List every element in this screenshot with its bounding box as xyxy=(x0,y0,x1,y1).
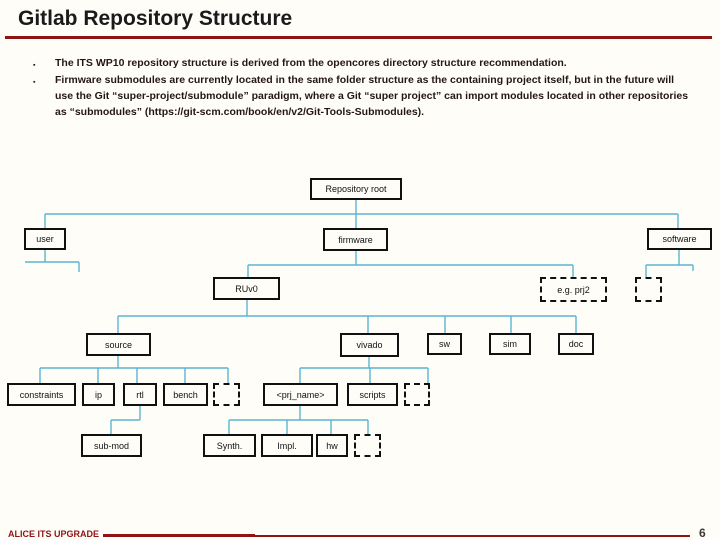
bullet-item: ▪ Firmware submodules are currently loca… xyxy=(33,72,693,120)
footer-divider xyxy=(255,535,690,537)
bullet-item: ▪ The ITS WP10 repository structure is d… xyxy=(33,55,693,71)
tree-node-ip: ip xyxy=(82,383,115,406)
tree-node-firmware: firmware xyxy=(323,228,388,251)
tree-node-doc: doc xyxy=(558,333,594,355)
tree-node-constraints: constraints xyxy=(7,383,76,406)
tree-node-source: source xyxy=(86,333,151,356)
tree-node-placeholder-source xyxy=(213,383,240,406)
tree-node-placeholder-prj xyxy=(354,434,381,457)
title-divider xyxy=(5,36,712,39)
footer-divider xyxy=(103,534,255,537)
page-title: Gitlab Repository Structure xyxy=(18,7,293,30)
page-number: 6 xyxy=(699,526,706,540)
tree-node-eg-prj2: e.g. prj2 xyxy=(540,277,607,302)
tree-node-sw: sw xyxy=(427,333,462,355)
tree-node-repository-root: Repository root xyxy=(310,178,402,200)
footer-label: ALICE ITS UPGRADE xyxy=(8,529,100,539)
tree-node-rtl: rtl xyxy=(123,383,157,406)
bullet-text: Firmware submodules are currently locate… xyxy=(55,74,689,118)
tree-node-scripts: scripts xyxy=(347,383,398,406)
tree-node-prj-name: <prj_name> xyxy=(263,383,338,406)
tree-node-user: user xyxy=(24,228,66,250)
tree-node-bench: bench xyxy=(163,383,208,406)
tree-node-ruv0: RUv0 xyxy=(213,277,280,300)
bullet-list: ▪ The ITS WP10 repository structure is d… xyxy=(33,55,693,121)
tree-node-synth: Synth. xyxy=(203,434,256,457)
tree-node-impl: Impl. xyxy=(261,434,313,457)
tree-node-sim: sim xyxy=(489,333,531,355)
bullet-icon: ▪ xyxy=(33,62,36,69)
tree-node-placeholder-software xyxy=(635,277,662,302)
tree-node-placeholder-vivado xyxy=(404,383,430,406)
tree-node-sub-mod: sub-mod xyxy=(81,434,142,457)
tree-node-hw: hw xyxy=(316,434,348,457)
tree-node-vivado: vivado xyxy=(340,333,399,357)
bullet-text: The ITS WP10 repository structure is der… xyxy=(55,57,567,69)
tree-node-software: software xyxy=(647,228,712,250)
bullet-icon: ▪ xyxy=(33,79,36,86)
